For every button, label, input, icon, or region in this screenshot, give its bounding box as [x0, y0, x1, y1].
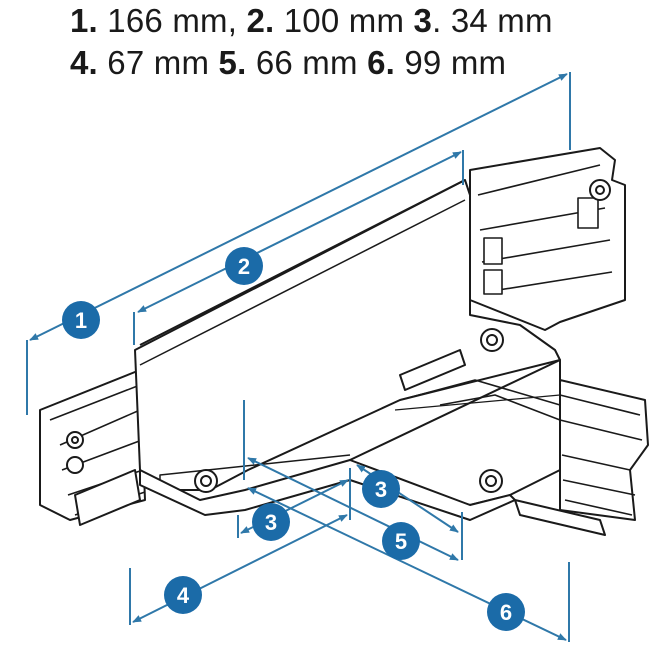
callout-6-label: 6: [500, 600, 512, 625]
callout-4-label: 4: [177, 583, 190, 608]
callout-3-right-label: 3: [375, 477, 387, 502]
screw-icon: [66, 456, 84, 474]
dimension-legend-line-1: 1. 166 mm, 2. 100 mm 3. 34 mm: [70, 2, 553, 40]
connector-body: [39, 147, 649, 536]
callout-3-left: 3: [252, 503, 290, 541]
track-rail-left-lower: [74, 469, 141, 526]
dim-2-line: [137, 151, 462, 313]
callout-3-left-label: 3: [265, 510, 277, 535]
callout-1: 1: [62, 301, 100, 339]
dimension-2-number: 2.: [246, 2, 275, 39]
callout-4: 4: [164, 576, 202, 614]
dim-4-line: [132, 514, 348, 623]
dimension-1-number: 1.: [70, 2, 98, 39]
callout-3-right: 3: [362, 470, 400, 508]
dimension-3-value: . 34 mm: [432, 2, 553, 39]
callout-2-label: 2: [238, 254, 250, 279]
callout-5-label: 5: [395, 529, 407, 554]
dimension-1-value: 166 mm,: [107, 2, 238, 39]
dimension-3-number: 3: [413, 2, 433, 39]
dimension-2-value: 100 mm: [283, 2, 405, 39]
callout-5: 5: [382, 522, 420, 560]
dimension-legend: 1. 166 mm, 2. 100 mm 3. 34 mm 4. 67 mm 5…: [0, 0, 663, 90]
track-arm-right: [559, 379, 649, 521]
callout-1-label: 1: [75, 308, 87, 333]
label-plate: [399, 349, 466, 391]
callout-6: 6: [487, 593, 525, 631]
callout-2: 2: [225, 247, 263, 285]
